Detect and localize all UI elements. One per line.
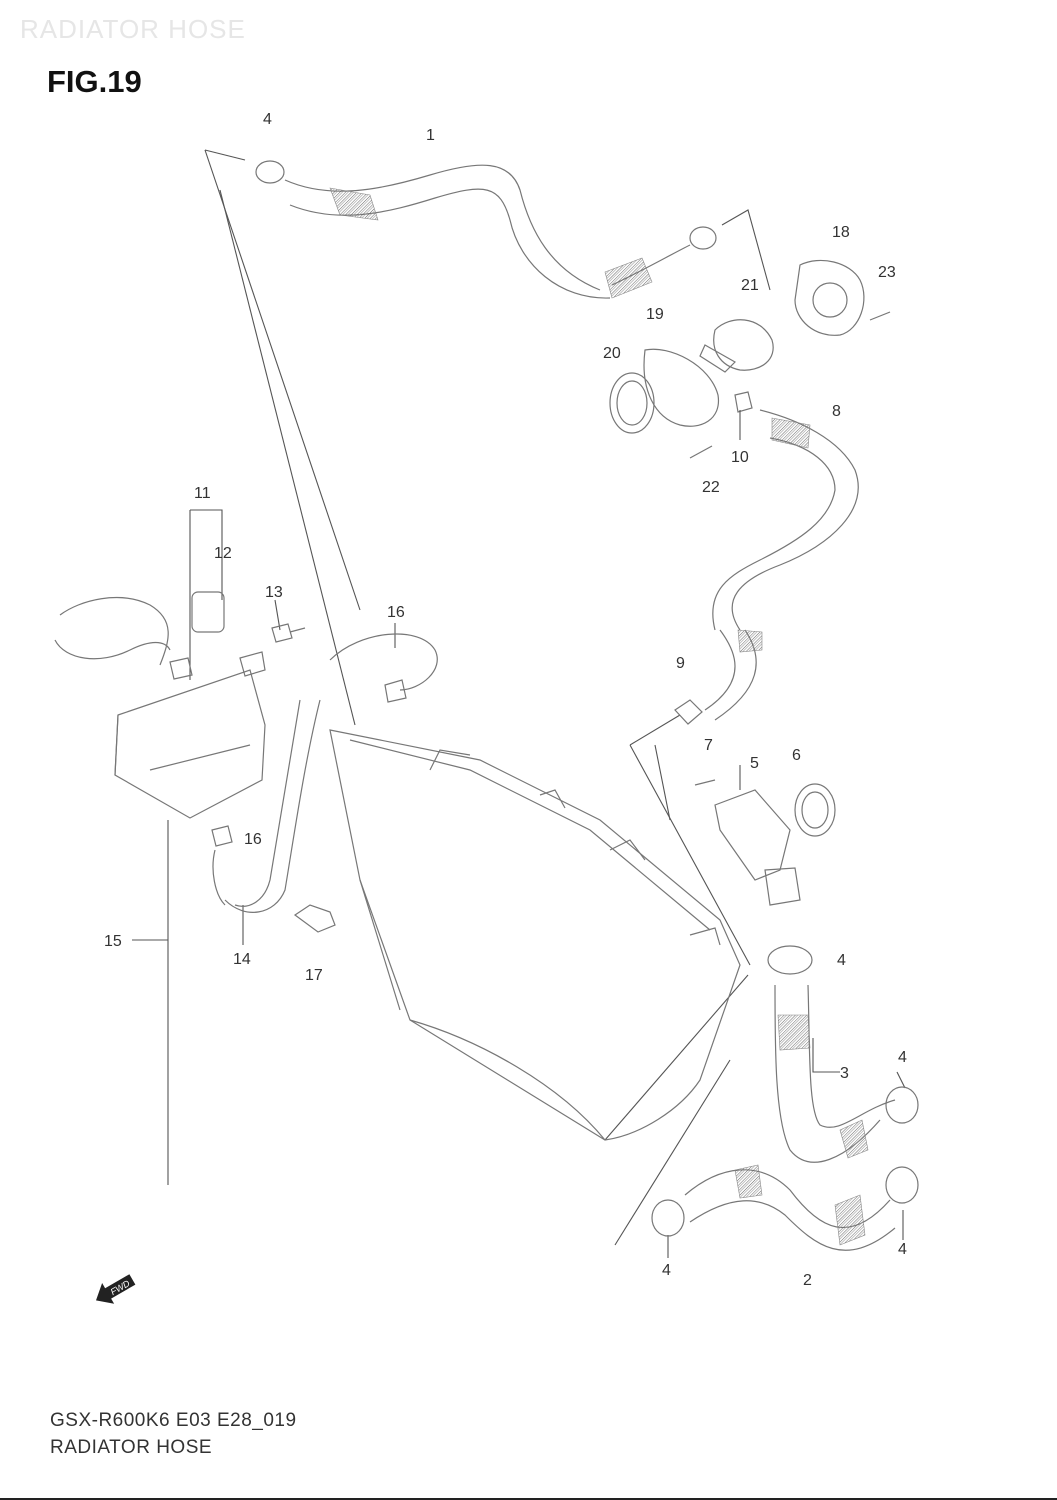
callout-12: 12 [214,545,232,562]
callout-16: 16 [387,604,405,621]
diagram-name: RADIATOR HOSE [50,1437,213,1458]
callout-4-bottom: 4 [662,1262,671,1279]
callout-15: 15 [104,933,122,950]
callout-9: 9 [676,655,685,672]
radiator-hose-lower [767,945,919,1163]
figure-title: FIG.19 [47,64,142,99]
water-outlet-fitting [694,779,836,906]
callout-7: 7 [704,737,713,754]
callout-18: 18 [832,224,850,241]
callout-3: 3 [840,1065,849,1082]
callout-6: 6 [792,747,801,764]
callout-19: 19 [646,306,664,323]
callout-11: 11 [194,485,211,502]
callout-14: 14 [233,951,251,968]
diagram-code: GSX-R600K6 E03 E28_019 [50,1410,297,1431]
radiator-hose-bottom [651,1164,919,1251]
reservoir-tank [54,591,306,819]
callout-10: 10 [731,449,749,466]
callout-1: 1 [426,127,435,144]
radiator-hose-upper [255,160,717,299]
callout-4-mid: 4 [837,952,846,969]
forward-arrow-icon: FWD [96,1274,136,1304]
callout-16-lower: 16 [244,831,262,848]
watermark-title: RADIATOR HOSE [20,14,246,44]
callout-8: 8 [832,403,841,420]
callout-2: 2 [803,1272,812,1289]
reservoir-hose [211,633,438,913]
leader-lines [132,149,906,1258]
callout-22: 22 [702,479,720,496]
thermostat-housing [609,259,891,459]
thermostat-hose [674,409,859,725]
callout-4: 4 [263,111,272,128]
callout-21: 21 [741,277,759,294]
callout-4-right-lower: 4 [898,1241,907,1258]
callout-5: 5 [750,755,759,772]
radiator-core [293,729,741,1141]
callout-20: 20 [603,345,621,362]
callout-13: 13 [265,584,283,601]
callout-labels: 4 1 18 23 21 19 20 8 10 22 11 12 13 16 9… [104,111,907,1289]
callout-17: 17 [305,967,323,984]
callout-23: 23 [878,264,896,281]
callout-4-right-upper: 4 [898,1049,907,1066]
